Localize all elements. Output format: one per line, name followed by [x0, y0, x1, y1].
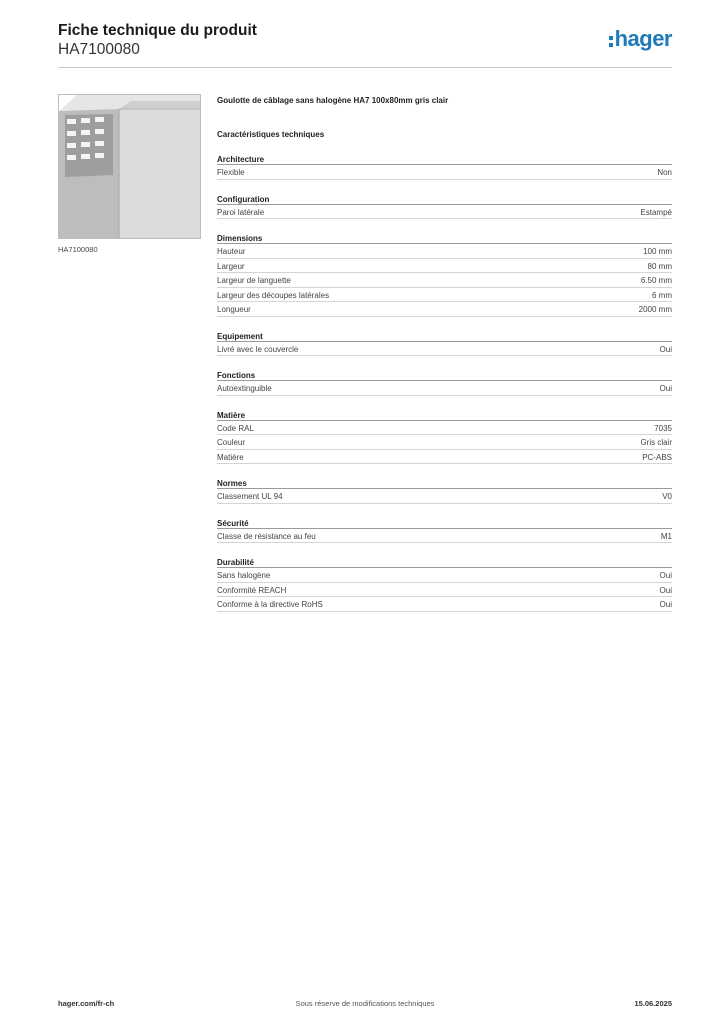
logo-text: hager: [614, 26, 673, 51]
spec-label: Flexible: [217, 168, 245, 177]
spec-label: Classe de résistance au feu: [217, 531, 316, 541]
spec-label: Sans halogène: [217, 571, 271, 580]
spec-row: Conforme à la directive RoHS Oui: [217, 597, 672, 612]
spec-value: Estampé: [640, 207, 672, 217]
spec-row: Sans halogène Oui: [217, 568, 672, 583]
group-title: Configuration: [217, 194, 672, 205]
group-title: Matière: [217, 410, 672, 421]
spec-group-dimensions: Dimensions Hauteur 100 mm Largeur 80 mm La…: [217, 233, 672, 317]
spec-row: Livré avec le couvercle Oui: [217, 342, 672, 356]
spec-value: V0: [662, 492, 672, 501]
cable-duct-icon: [59, 95, 200, 238]
spec-label: Conformité REACH: [217, 585, 287, 595]
spec-label: Matière: [217, 452, 244, 462]
footer-website-link[interactable]: hager.com/fr-ch: [58, 999, 115, 1008]
spec-label: Autoextinguible: [217, 384, 272, 393]
group-title: Sécurité: [217, 518, 672, 529]
product-reference: HA7100080: [58, 41, 140, 58]
spec-group-configuration: Configuration Paroi latérale Estampé: [217, 194, 672, 219]
spec-row: Conformité REACH Oui: [217, 583, 672, 597]
spec-label: Couleur: [217, 438, 246, 447]
spec-value: Oui: [659, 571, 672, 580]
group-title: Fonctions: [217, 370, 672, 381]
group-title: Equipement: [217, 331, 672, 342]
spec-value: 2000 mm: [638, 305, 672, 314]
spec-row: Autoextinguible Oui: [217, 381, 672, 396]
spec-group-architecture: Architecture Flexible Non: [217, 154, 672, 180]
spec-value: PC-ABS: [642, 452, 672, 462]
group-title: Durabilité: [217, 557, 672, 568]
spec-row: Matière PC-ABS: [217, 450, 672, 464]
spec-content: Goulotte de câblage sans halogène HA7 10…: [217, 96, 672, 612]
spec-value: 6.50 mm: [640, 276, 672, 285]
spec-value: Oui: [659, 344, 672, 354]
spec-group-matiere: Matière Code RAL 7035 Couleur Gris clair M…: [217, 410, 672, 464]
footer-date: 15.06.2025: [634, 999, 672, 1008]
page-footer: hager.com/fr-ch Sous réserve de modifica…: [58, 997, 672, 1011]
spec-value: Gris clair: [640, 438, 672, 447]
spec-label: Livré avec le couvercle: [217, 344, 299, 354]
spec-row: Classement UL 94 V0: [217, 489, 672, 504]
footer-disclaimer: Sous réserve de modifications techniques: [295, 999, 435, 1008]
spec-label: Paroi latérale: [217, 207, 265, 217]
spec-row: Largeur de languette 6.50 mm: [217, 273, 672, 288]
spec-row: Paroi latérale Estampé: [217, 205, 672, 219]
group-title: Dimensions: [217, 233, 672, 244]
spec-group-equipement: Equipement Livré avec le couvercle Oui: [217, 331, 672, 356]
logo-dots-icon: [608, 33, 614, 47]
spec-label: Classement UL 94: [217, 492, 283, 501]
spec-value: Oui: [659, 600, 672, 609]
spec-row: Longueur 2000 mm: [217, 302, 672, 317]
spec-value: Non: [657, 168, 672, 177]
spec-label: Conforme à la directive RoHS: [217, 600, 323, 609]
spec-value: M1: [660, 531, 672, 541]
spec-value: Oui: [659, 384, 672, 393]
spec-row: Largeur des découpes latérales 6 mm: [217, 288, 672, 302]
spec-value: 6 mm: [652, 290, 672, 300]
spec-value: 100 mm: [643, 247, 672, 256]
spec-value: 80 mm: [647, 261, 672, 271]
spec-label: Code RAL: [217, 423, 254, 433]
spec-label: Largeur: [217, 261, 245, 271]
product-description: Goulotte de câblage sans halogène HA7 10…: [217, 96, 449, 105]
spec-group-normes: Normes Classement UL 94 V0: [217, 478, 672, 504]
spec-row: Classe de résistance au feu M1: [217, 529, 672, 543]
spec-group-fonctions: Fonctions Autoextinguible Oui: [217, 370, 672, 396]
spec-row: Largeur 80 mm: [217, 259, 672, 273]
spec-value: 7035: [654, 423, 672, 433]
spec-row: Flexible Non: [217, 165, 672, 180]
specs-heading: Caractéristiques techniques: [217, 130, 325, 139]
hager-logo: hager: [608, 26, 673, 52]
spec-row: Code RAL 7035: [217, 421, 672, 435]
image-caption: HA7100080: [58, 245, 98, 254]
spec-label: Hauteur: [217, 247, 246, 256]
spec-label: Largeur de languette: [217, 276, 291, 285]
group-title: Normes: [217, 478, 672, 489]
spec-row: Couleur Gris clair: [217, 435, 672, 450]
spec-group-securite: Sécurité Classe de résistance au feu M1: [217, 518, 672, 543]
group-title: Architecture: [217, 154, 672, 165]
product-image: [58, 94, 201, 239]
spec-label: Longueur: [217, 305, 251, 314]
spec-row: Hauteur 100 mm: [217, 244, 672, 259]
page-header: Fiche technique du produit HA7100080 hag…: [58, 22, 673, 68]
page-title: Fiche technique du produit: [58, 22, 257, 39]
spec-label: Largeur des découpes latérales: [217, 290, 330, 300]
spec-value: Oui: [659, 585, 672, 595]
